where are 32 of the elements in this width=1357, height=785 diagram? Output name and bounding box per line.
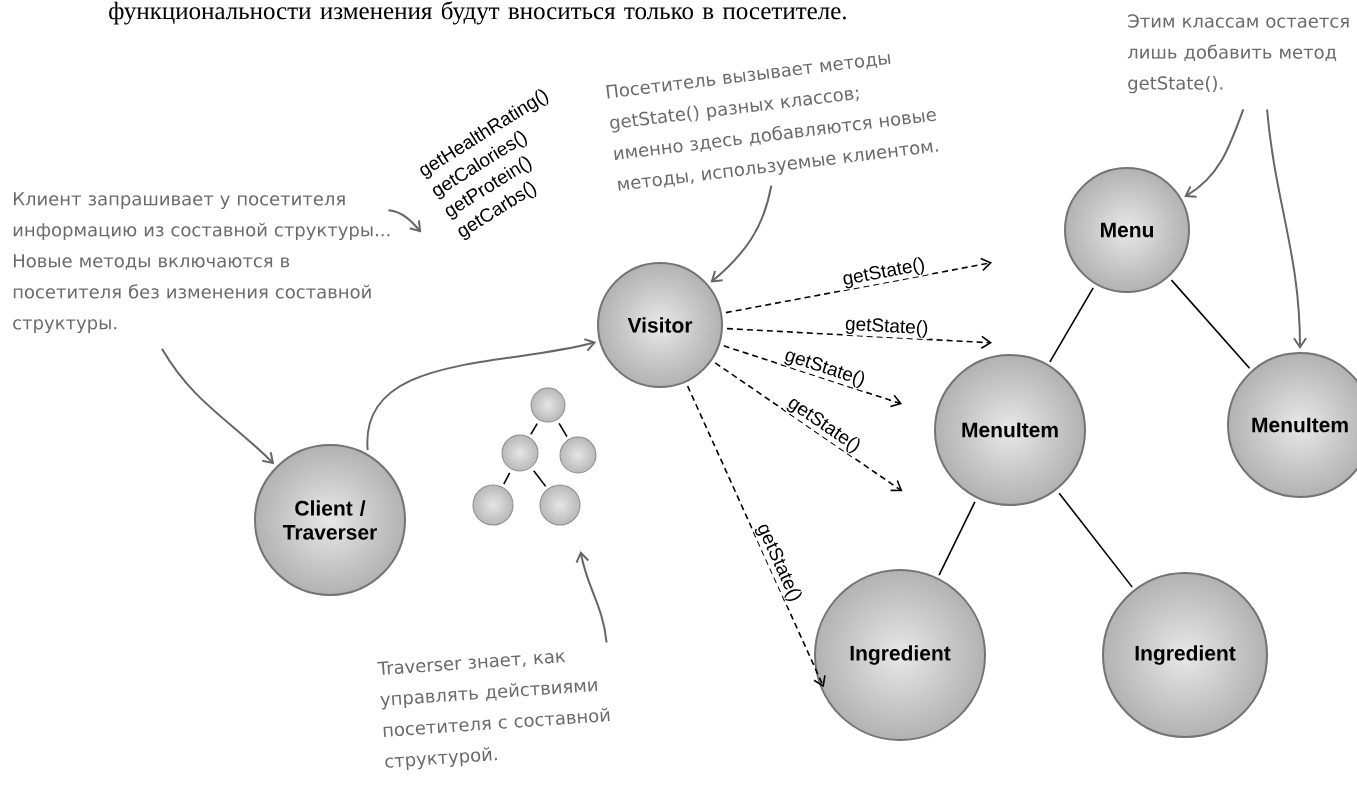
arrow: [722, 345, 903, 408]
paragraph-text: функциональности изменения будут вноситься только в посетителе.: [109, 1, 846, 25]
connector-line: [1170, 279, 1251, 369]
connector-line: [938, 501, 976, 576]
arrow: [726, 327, 992, 350]
arrow: [686, 385, 826, 688]
arrow: [1266, 108, 1307, 349]
connector-line: [503, 472, 511, 485]
arrow: [1184, 108, 1245, 198]
arrow: [387, 209, 422, 233]
annotation-text: Посетитель вызывает методы getState() разных классов; именно здесь добавляются новые методы, используемые клиентом.: [606, 53, 938, 191]
tree-circle: [530, 387, 566, 423]
tree-circle: [472, 484, 514, 526]
annotation-text: Этим классам остается лишь добавить метод getState().: [1127, 14, 1349, 94]
arrow: [725, 257, 993, 314]
connector-line: [558, 422, 568, 438]
edge-label: getState(): [843, 315, 930, 340]
arrow: [161, 347, 275, 465]
arrow: [714, 362, 903, 492]
connector-line: [1058, 492, 1133, 588]
tree-circle: [559, 436, 597, 474]
arrow: [575, 550, 608, 644]
connector-line: [1049, 287, 1094, 363]
tree-circle: [539, 484, 581, 526]
tree-circle: [501, 434, 539, 472]
edge-label: getState(): [840, 255, 928, 291]
annotation-text: Клиент запрашивает у посетителя информацию из составной структуры... Новые методы включаются в посетителя без изменения составной структуры.: [13, 192, 390, 334]
annotation-text: Traverser знает, как управлять действиями посетителя с составной структурой.: [377, 652, 610, 771]
connector-line: [532, 470, 547, 488]
connector-line: [530, 422, 538, 436]
arrow: [366, 338, 597, 452]
arrow: [710, 184, 773, 283]
